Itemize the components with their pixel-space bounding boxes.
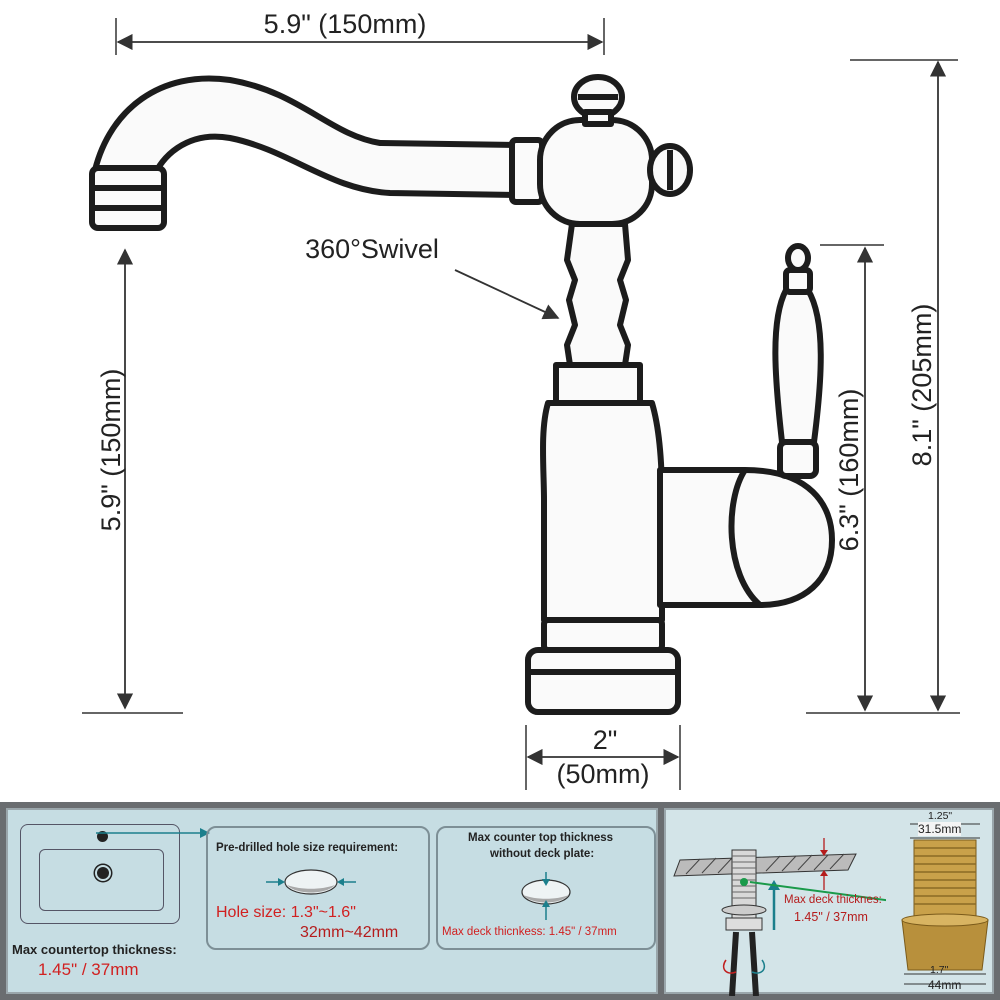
hole-size-icon xyxy=(266,869,356,895)
deck-fitting-section: Max deck thicknes: 1.45" / 37mm 1.25" 31… xyxy=(664,808,994,996)
fitting-top-mm: 31.5mm xyxy=(918,822,962,836)
swivel-label: 360°Swivel xyxy=(305,234,439,264)
base-diameter-mm-label: (50mm) xyxy=(557,759,650,789)
faucet-dimension-drawing: 5.9" (150mm) 5.9" (150mm) 6.3" (160mm) 8… xyxy=(82,9,960,790)
hole-size-label: Hole size: 1.3"~1.6" xyxy=(216,904,356,921)
swivel-neck xyxy=(564,221,631,368)
installation-requirements-panel: Max countertop thickness: 1.45" / 37mm P… xyxy=(0,802,1000,1000)
no-deck-thickness-value: Max deck thicnkess: 1.45" / 37mm xyxy=(442,926,617,938)
spout-height-label: 5.9" (150mm) xyxy=(96,369,126,532)
no-deck-plate-card: Max counter top thickness without deck p… xyxy=(436,826,656,950)
spout-reach-label: 5.9" (150mm) xyxy=(264,9,427,39)
handle-height-label: 6.3" (160mm) xyxy=(834,389,864,552)
hole-size-title: Pre-drilled hole size requirement: xyxy=(216,842,399,854)
countertop-pointer-arrow xyxy=(96,828,210,838)
hole-size-mm: 32mm~42mm xyxy=(300,924,399,941)
deck-install-diagram xyxy=(673,838,886,996)
swivel-leader xyxy=(454,269,560,320)
no-deck-title-line1: Max counter top thickness xyxy=(468,832,614,844)
brass-fitting xyxy=(901,823,989,985)
base-diameter-in-label: 2" xyxy=(593,725,618,755)
total-height-label: 8.1" (205mm) xyxy=(907,304,937,467)
countertop-thickness-label: Max countertop thickness: xyxy=(12,942,177,957)
no-deck-title-line2: without deck plate: xyxy=(490,848,595,860)
deck-hole-icon xyxy=(521,872,571,920)
hole-size-card: Pre-drilled hole size requirement: Hole … xyxy=(206,826,430,950)
faucet-illustration xyxy=(89,74,835,715)
aerator xyxy=(89,165,167,231)
spout xyxy=(92,75,523,198)
fitting-bottom-mm: 44mm xyxy=(928,978,962,992)
countertop-diagram xyxy=(20,824,180,924)
requirements-section: Max countertop thickness: 1.45" / 37mm P… xyxy=(6,808,658,994)
countertop-thickness-value: 1.45" / 37mm xyxy=(38,960,139,979)
swivel-head xyxy=(537,117,655,227)
deck-thickness-label-line2: 1.45" / 37mm xyxy=(794,910,868,924)
drain-hole-icon xyxy=(95,865,111,881)
lever-handle xyxy=(772,287,824,445)
mounting-hole-icon xyxy=(97,831,108,842)
faucet-body xyxy=(540,400,665,623)
fitting-top-in: 1.25" xyxy=(928,810,953,822)
faucet-base xyxy=(525,647,681,715)
fitting-bottom-in: 1.7" xyxy=(930,964,949,976)
sink-basin xyxy=(39,849,164,911)
deck-thickness-label-line1: Max deck thicknes: xyxy=(784,894,882,906)
